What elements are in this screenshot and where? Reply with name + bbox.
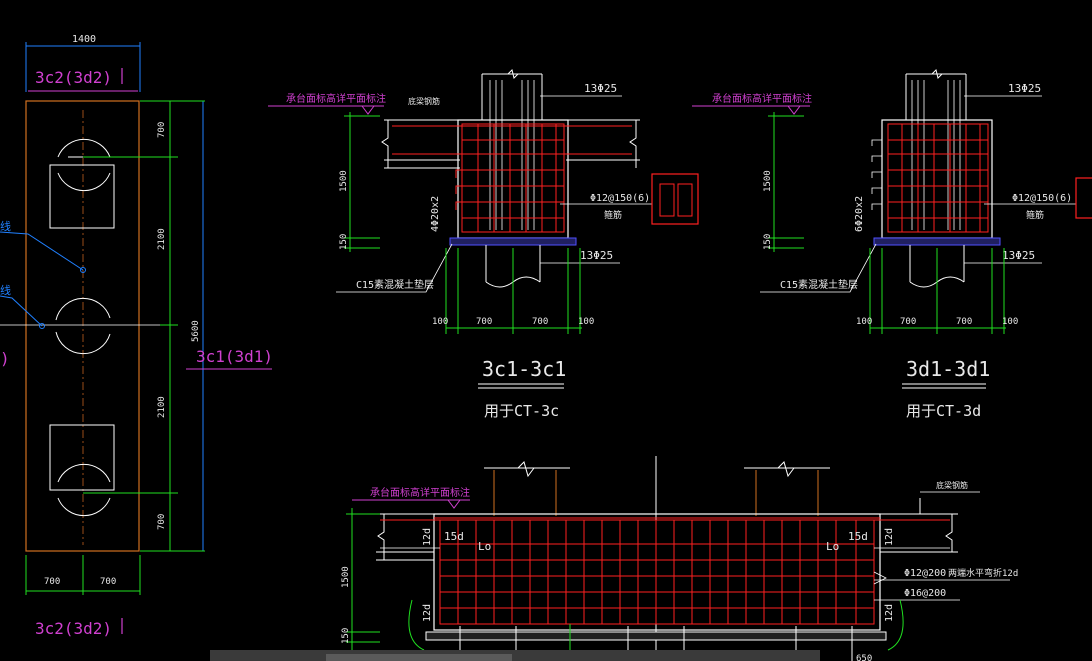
section-c-top-bars: 13Φ25 <box>584 82 617 95</box>
plan-left-label: ) <box>0 349 10 368</box>
section-d-bottom-bars: 13Φ25 <box>1002 249 1035 262</box>
bottom-scrollbar-thumb[interactable] <box>326 654 512 661</box>
section-c-beam-note: 底梁钢筋 <box>408 96 440 106</box>
section-d-title: 3d1-3d1 <box>906 357 990 381</box>
section-d-height-2: 150 <box>763 234 773 250</box>
section-long-left-anchor: 15d <box>444 530 464 543</box>
section-d-bottom-dim-1: 100 <box>856 317 872 327</box>
plan-pile-mid <box>55 297 111 355</box>
plan-leaders <box>0 231 86 329</box>
section-c-cushion <box>449 237 577 246</box>
section-c-stirrup-detail <box>651 173 699 225</box>
section-d-side-bars: 6Φ20x2 <box>854 196 865 232</box>
section-d-stirrup-detail <box>1075 177 1092 219</box>
section-c-stirrup: Φ12@150(6) <box>590 193 650 204</box>
section-long-left-lap: Lo <box>478 540 491 553</box>
plan-bottom-label: 3c2(3d2) <box>35 619 112 638</box>
section-d-height-1: 1500 <box>763 170 773 192</box>
section-d-top-bars: 13Φ25 <box>1008 82 1041 95</box>
section-c-rebar <box>392 123 632 233</box>
section-long-rebar <box>380 519 950 625</box>
section-c-cap-note: 承台面标高详平面标注 <box>286 92 386 105</box>
plan-bottom-dim-2: 700 <box>100 577 116 587</box>
section-long-bottom-rebar: Φ16@200 <box>904 588 946 599</box>
plan-pile-bottom <box>49 424 115 517</box>
section-d-bottom-dim-4: 100 <box>1002 317 1018 327</box>
section-d-cap-outline <box>881 119 993 239</box>
plan-pile-top <box>49 138 115 229</box>
section-d-bottom-dim-2: 700 <box>900 317 916 327</box>
plan-seg-3: 2100 <box>157 396 167 418</box>
section-c-cap-outline <box>457 119 569 239</box>
section-long-side-rebar-note: 两端水平弯折12d <box>948 567 1018 579</box>
section-c-height-1: 1500 <box>339 170 349 192</box>
section-c-subtitle: 用于CT-3c <box>484 402 559 420</box>
plan-seg-4: 700 <box>157 514 167 530</box>
section-long-height-2: 150 <box>341 628 351 644</box>
plan-total-height: 5600 <box>191 320 201 342</box>
section-c-stirrup-note: 箍筋 <box>604 209 622 221</box>
section-c-cushion-note: C15素混凝土垫层 <box>356 278 434 291</box>
section-long-right-lap: Lo <box>826 540 839 553</box>
section-c-bottom-dim-1: 100 <box>432 317 448 327</box>
section-d-bottom-dim-3: 700 <box>956 317 972 327</box>
section-d-stirrup: Φ12@150(6) <box>1012 193 1072 204</box>
plan-seg-1: 700 <box>157 122 167 138</box>
section-c: 承台面标高详平面标注 底梁钢筋 <box>268 69 699 420</box>
section-long-right-anchor: 15d <box>848 530 868 543</box>
pile-cap-plan: 1400 3c2(3d2) <box>0 34 273 638</box>
section-long-hook-top: 12d <box>422 528 433 546</box>
section-long-cap-outline <box>433 513 881 631</box>
section-long: 承台面标高详平面标注 底梁钢筋 <box>341 456 1018 661</box>
section-long-hook-right: 12d <box>884 528 895 546</box>
section-d-stirrup-note: 箍筋 <box>1026 209 1044 221</box>
plan-leader-text-2: 线 <box>0 283 11 297</box>
section-d-subtitle: 用于CT-3d <box>906 402 981 420</box>
section-c-bottom-dim-3: 700 <box>532 317 548 327</box>
plan-width-dim: 1400 <box>72 34 96 45</box>
plan-top-label: 3c2(3d2) <box>35 68 112 87</box>
section-long-cushion <box>425 631 887 641</box>
section-d: 承台面标高详平面标注 <box>692 69 1092 420</box>
section-c-side-bars: 4Φ20x2 <box>430 196 441 232</box>
section-long-beam-note: 底梁钢筋 <box>936 480 968 490</box>
section-d-cushion-note: C15素混凝土垫层 <box>780 278 858 291</box>
section-c-title: 3c1-3c1 <box>482 357 566 381</box>
plan-leader-text-1: 线 <box>0 219 11 233</box>
section-long-cap-note: 承台面标高详平面标注 <box>370 486 470 499</box>
plan-right-label: 3c1(3d1) <box>196 347 273 366</box>
section-c-bottom-bars: 13Φ25 <box>580 249 613 262</box>
section-long-hook-bottom: 12d <box>422 604 433 622</box>
section-d-cushion <box>873 237 1001 246</box>
section-d-rebar <box>887 123 989 233</box>
section-long-height-1: 1500 <box>341 566 351 588</box>
bottom-scrollbar[interactable] <box>210 650 820 661</box>
plan-bottom-dim-1: 700 <box>44 577 60 587</box>
section-d-cap-note: 承台面标高详平面标注 <box>712 92 812 105</box>
section-long-hook-right-bottom: 12d <box>884 604 895 622</box>
section-c-bottom-dim-2: 700 <box>476 317 492 327</box>
plan-cap-outline <box>25 100 140 552</box>
section-long-right-dim: 650 <box>856 654 872 661</box>
section-long-side-rebar: Φ12@200 <box>904 568 946 579</box>
section-c-height-2: 150 <box>339 234 349 250</box>
section-c-bottom-dim-4: 100 <box>578 317 594 327</box>
plan-seg-2: 2100 <box>157 228 167 250</box>
